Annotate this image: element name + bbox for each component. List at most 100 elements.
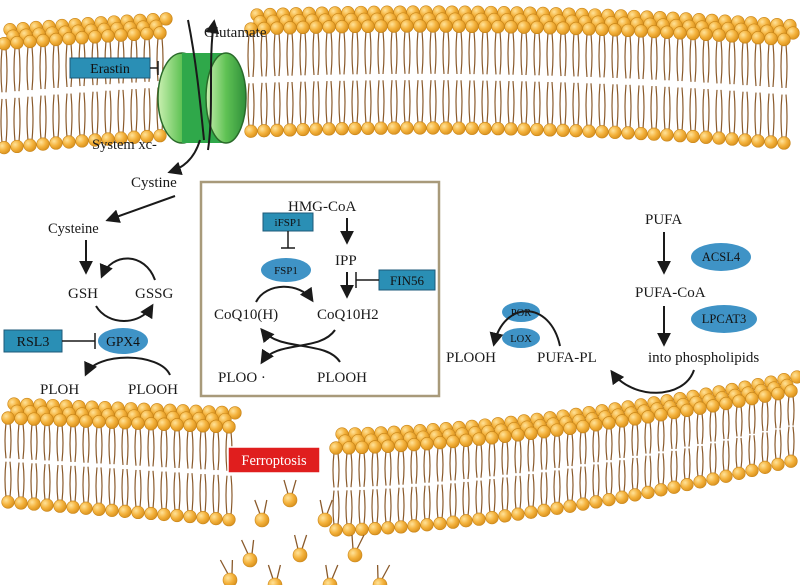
lipid-head (641, 485, 655, 499)
lipid-tail (48, 464, 51, 501)
lipid-tail (663, 86, 666, 130)
lipid-head (244, 22, 258, 36)
lipid-tail (254, 499, 268, 515)
lipid-tail (13, 47, 16, 92)
coq10-reduction-arrow (255, 285, 314, 303)
lipid-tail (156, 37, 159, 82)
lipid-head (335, 122, 349, 136)
lipid-tail (741, 41, 744, 86)
lipid-tail (95, 467, 98, 505)
lipid-head (140, 129, 154, 144)
lipid-head (602, 416, 616, 430)
lipid-tail (376, 489, 379, 524)
lipid-tail (139, 428, 142, 466)
lox-label: LOX (510, 334, 532, 345)
lipid-head (465, 19, 479, 33)
lipid-tail (520, 81, 523, 125)
lipid-tail (18, 47, 21, 92)
lipid-tail (480, 480, 483, 515)
lipid-tail (720, 89, 723, 134)
lipid-head (342, 523, 356, 537)
lipid-tail (579, 466, 582, 500)
lipid-head (374, 121, 388, 135)
lipid-tail (772, 93, 775, 138)
lipid-tail (624, 84, 627, 128)
lipid-tail (408, 30, 411, 74)
lipid-head (745, 392, 759, 406)
lipid-head (413, 121, 427, 135)
lipid-head (498, 429, 512, 443)
lipid-tail (590, 33, 593, 77)
lipid-tail (689, 38, 692, 82)
lipid-head (654, 408, 668, 422)
lipid-tail (696, 445, 699, 477)
lipid-tail (343, 80, 346, 124)
lipid-head (693, 475, 707, 489)
lipid-head (105, 503, 119, 517)
lipid-head (88, 30, 102, 44)
lipid-head (242, 552, 258, 568)
lipid-tail (61, 425, 64, 462)
lipid-tail (603, 83, 606, 127)
lipid-tail (701, 413, 704, 445)
lipid-head (49, 136, 63, 150)
lipid-tail (728, 40, 731, 85)
lipid-head (446, 515, 460, 529)
lipid-tail (384, 451, 387, 486)
lipid-tail (252, 83, 255, 127)
lipid-tail (564, 82, 567, 126)
lipid-tail (122, 89, 125, 134)
lipid-tail (9, 422, 12, 459)
lipid-head (322, 20, 336, 34)
lipid-head (673, 129, 687, 143)
lipid-head (615, 414, 629, 428)
lipid-tail (571, 468, 574, 502)
lipid-head (66, 500, 80, 514)
lipid-head (732, 466, 746, 480)
lipid-tail (325, 564, 339, 580)
lipid-head (105, 415, 119, 429)
lipid-head (75, 31, 89, 45)
lipid-head (725, 132, 739, 146)
lipid-tail (95, 426, 98, 464)
lipid-tail (52, 94, 55, 139)
lipid-tail (525, 32, 528, 76)
lipid-tail (403, 80, 406, 124)
lipid-tail (480, 443, 483, 478)
lipid-tail (371, 451, 374, 487)
lipid-tail (4, 461, 7, 498)
lipid-tail (408, 80, 411, 124)
lipid-head (140, 27, 154, 41)
lipid-tail (57, 94, 60, 139)
lipid-tail (702, 39, 705, 83)
lipid-head (62, 31, 76, 46)
lipid-tail (377, 80, 380, 124)
lipid-head (118, 504, 132, 518)
lipid-tail (441, 447, 444, 482)
lipid-tail (507, 31, 510, 75)
lipid-tail (520, 32, 523, 76)
lipid-tail (676, 37, 679, 82)
lipid-tail (260, 33, 263, 77)
lipid-head (49, 32, 63, 47)
lipid-tail (358, 489, 361, 525)
lipid-head (786, 26, 800, 40)
lipid-tail (551, 32, 554, 76)
lipid-head (413, 19, 427, 33)
lipid-head (771, 386, 785, 401)
lipid-head (400, 19, 414, 33)
lipid-tail (746, 41, 749, 86)
lipid-head (712, 28, 726, 42)
plooh-to-coq10-arrow (260, 327, 341, 363)
lpcat3-enzyme (691, 305, 757, 333)
lipid-head (361, 121, 375, 135)
lipid-head (40, 412, 54, 427)
lipid-tail (217, 474, 220, 514)
fsp1-enzyme (261, 258, 311, 282)
lipid-head (53, 413, 67, 427)
lipid-tail (772, 43, 775, 88)
lipid-tail (540, 436, 543, 470)
lipid-tail (761, 432, 764, 463)
lipid-tail (18, 97, 21, 142)
lipid-head (196, 510, 210, 525)
